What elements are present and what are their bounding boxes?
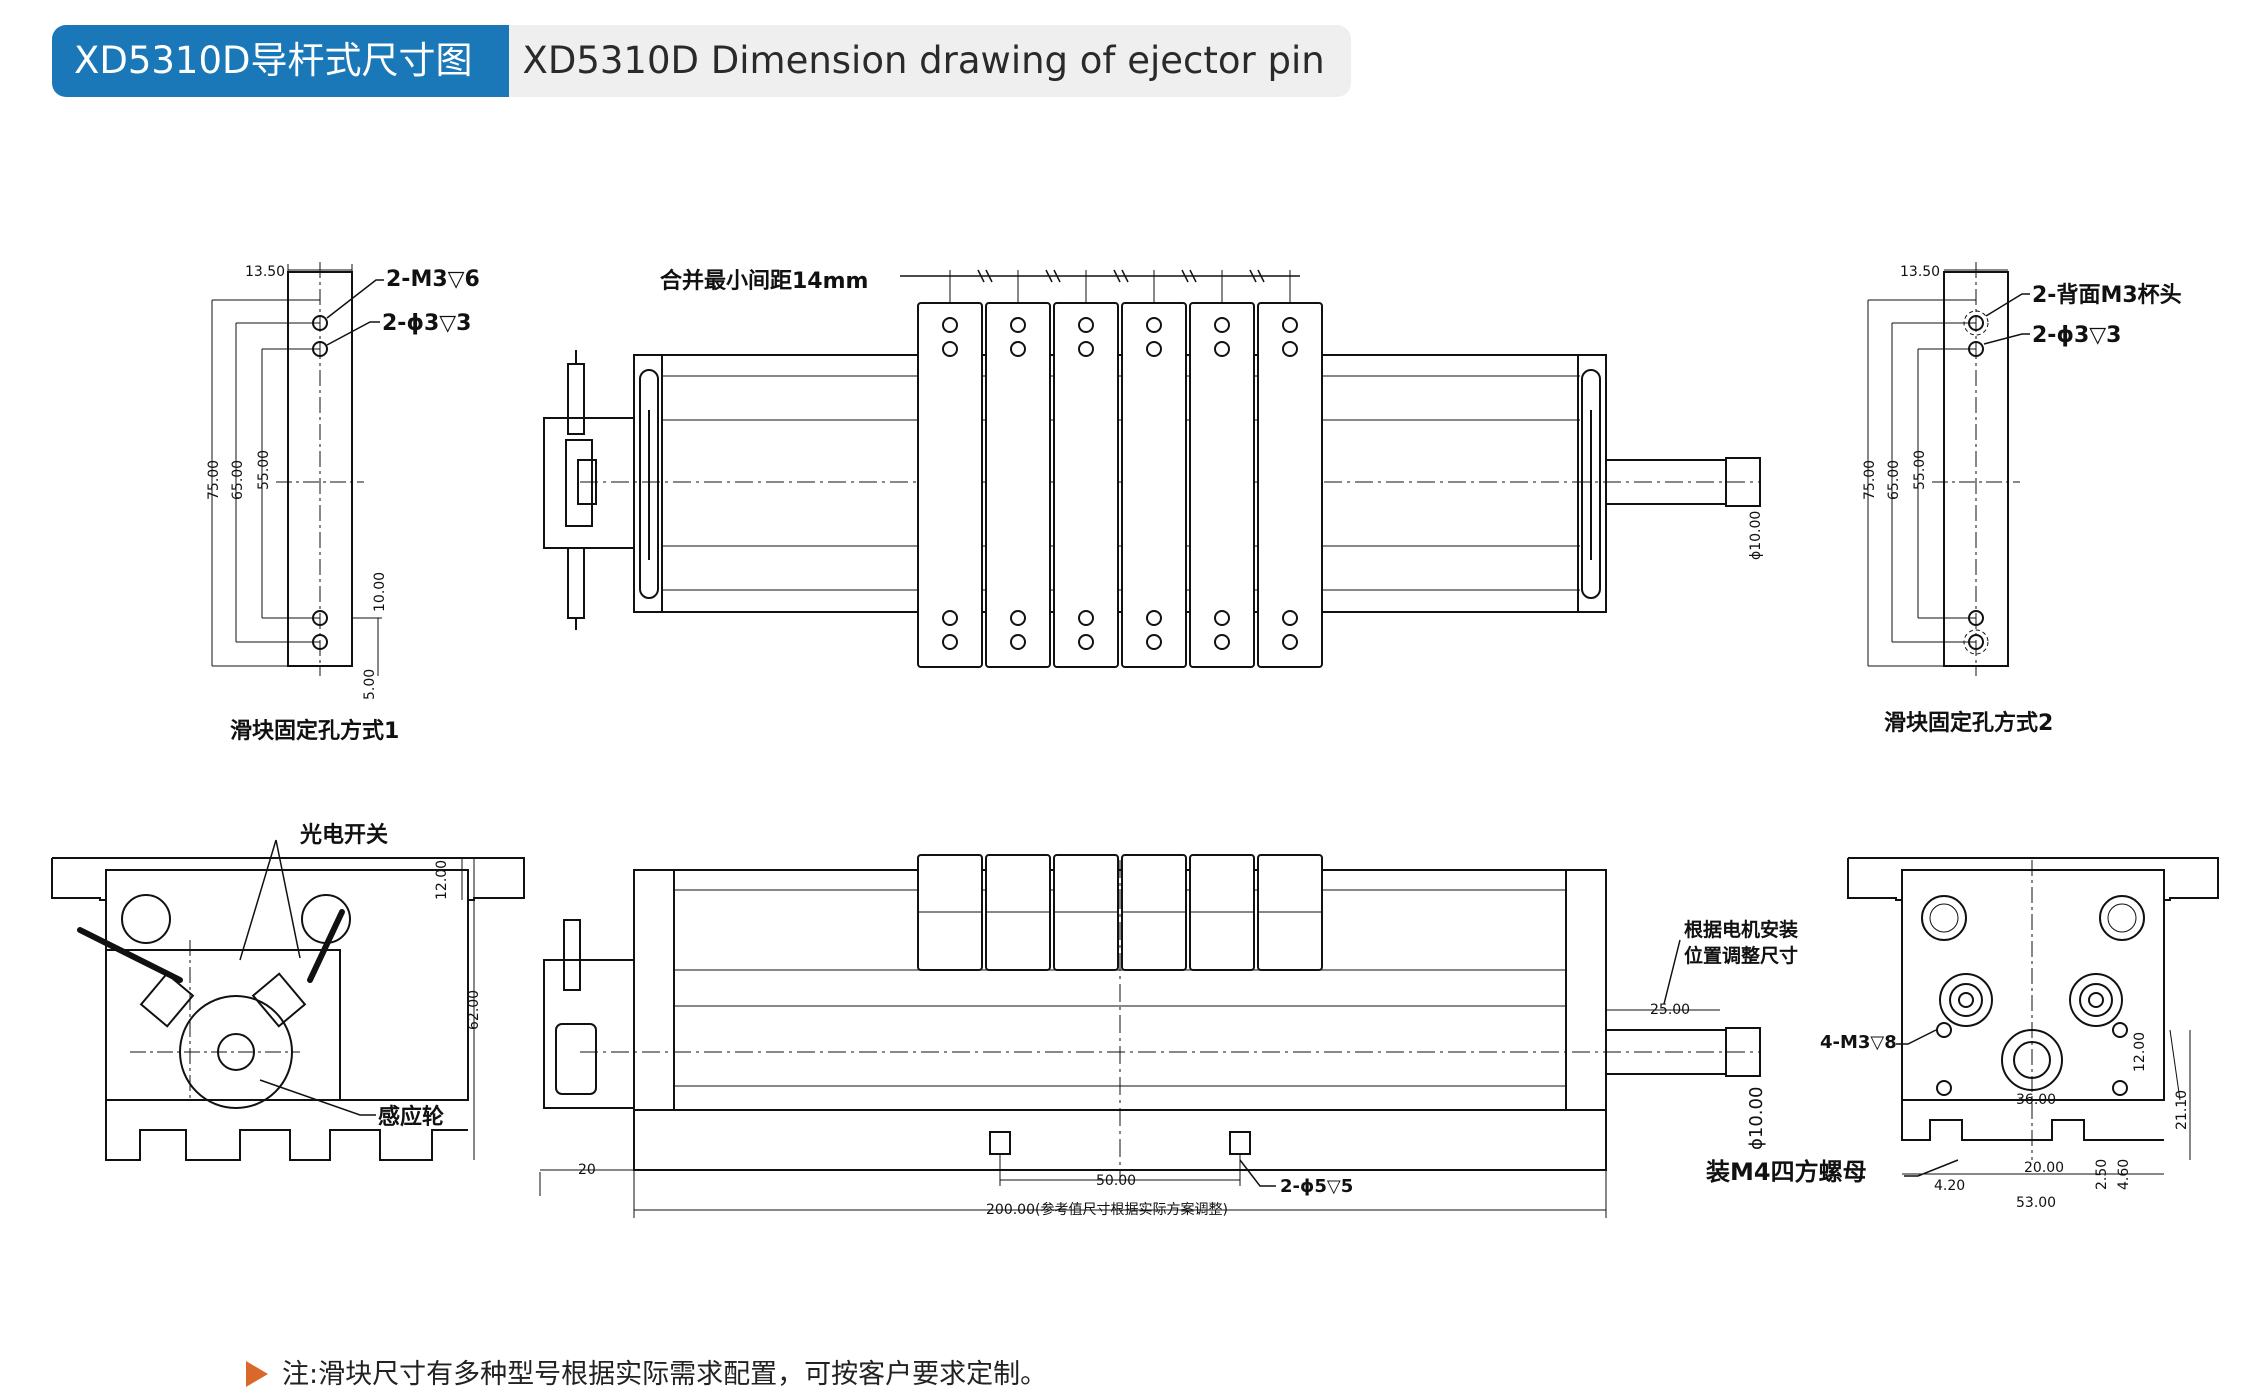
dim-4-60: 4.60 [2116, 1159, 2132, 1190]
left-top-view: 13.50 75.00 65.00 55.00 10.00 5.00 2-M3▽… [206, 262, 480, 744]
slider-hole [1146, 610, 1162, 626]
slider-hole [1146, 317, 1162, 333]
dim-25: 25.00 [1650, 1002, 1690, 1018]
title-chinese: XD5310D导杆式尺寸图 [52, 25, 509, 97]
slider-hole [1282, 317, 1298, 333]
footer-note-text: 注:滑块尺寸有多种型号根据实际需求配置，可按客户要求定制。 [282, 1359, 1048, 1390]
slider-hole [1146, 341, 1162, 357]
dim-20: 20 [578, 1162, 596, 1178]
slider-block [985, 302, 1051, 668]
sensing-wheel-label: 感应轮 [378, 1104, 444, 1130]
right-top-view: 13.50 75.00 65.00 55.00 2-背面M3杯头 2-ϕ3▽3 … [1862, 262, 2182, 736]
caption-method-2: 滑块固定孔方式2 [1884, 710, 2053, 736]
dim-20-right: 20.00 [2024, 1160, 2064, 1176]
slider-group [917, 270, 1323, 668]
dim-62: 62.00 [466, 990, 482, 1030]
shaft-dia-top: ϕ10.00 [1748, 511, 1764, 560]
dim-4-20: 4.20 [1934, 1178, 1965, 1194]
dim-50: 50.00 [1096, 1173, 1136, 1189]
slider-block [1189, 302, 1255, 668]
dim-75: 75.00 [206, 460, 222, 500]
dim-65-right: 65.00 [1886, 460, 1902, 500]
dim-12-left: 12.00 [434, 860, 450, 900]
thread-callout: 4-M3▽8 [1820, 1032, 1897, 1053]
dim-21: 21.10 [2174, 1090, 2190, 1130]
dim-36: 36.00 [2016, 1092, 2056, 1108]
slider-hole [1010, 634, 1026, 650]
rail-body [633, 354, 1607, 613]
slider-hole [1078, 341, 1094, 357]
motor-note-2: 位置调整尺寸 [1684, 944, 1798, 967]
front-view: 20 50.00 200.00(参考值尺寸根据实际方案调整) 25.00 2-ϕ… [539, 854, 1798, 1218]
slider-hole [1214, 634, 1230, 650]
shaft-dia-front: ϕ10.00 [1746, 1087, 1767, 1150]
end-view-right: 36.00 12.00 21.10 20.00 2.50 4.60 4.20 5… [1706, 857, 2219, 1211]
slider-hole [1214, 610, 1230, 626]
dim-10: 10.00 [372, 572, 388, 612]
dim-12-right: 12.00 [2132, 1032, 2148, 1072]
motor-note-1: 根据电机安装 [1684, 918, 1798, 941]
dim-55: 55.00 [256, 450, 272, 490]
triangle-arrow-icon [246, 1361, 268, 1387]
dim-53: 53.00 [2016, 1195, 2056, 1211]
square-nut-label: 装M4四方螺母 [1706, 1158, 1867, 1186]
callout-hole: 2-ϕ3▽3 [382, 311, 472, 336]
slider-block [1257, 302, 1323, 668]
slider-hole [1282, 610, 1298, 626]
dim-55-right: 55.00 [1912, 450, 1928, 490]
dim-75-right: 75.00 [1862, 460, 1878, 500]
dim-13-50: 13.50 [245, 264, 285, 280]
slider-hole [1010, 341, 1026, 357]
end-view-left: 光电开关 感应轮 12.00 62.00 [51, 823, 525, 1161]
dim-200: 200.00(参考值尺寸根据实际方案调整) [986, 1201, 1228, 1218]
title-english: XD5310D Dimension drawing of ejector pin [508, 25, 1351, 97]
slider-hole [1146, 634, 1162, 650]
hole-callout: 2-ϕ5▽5 [1280, 1176, 1353, 1197]
slider-hole [1010, 610, 1026, 626]
title-tab: XD5310D导杆式尺寸图 XD5310D Dimension drawing … [52, 25, 1351, 97]
slider-hole [1078, 610, 1094, 626]
slider-hole [1078, 317, 1094, 333]
slider-hole [1214, 341, 1230, 357]
slider-hole [1078, 634, 1094, 650]
callout-thread: 2-M3▽6 [386, 267, 480, 292]
slider-block [1053, 302, 1119, 668]
slider-hole [942, 317, 958, 333]
callout-cup-head: 2-背面M3杯头 [2032, 283, 2182, 308]
top-view: ϕ10.00 合并最小间距14mm [543, 268, 1764, 668]
dim-2-50: 2.50 [2094, 1159, 2110, 1190]
slider-block [1121, 302, 1187, 668]
min-spacing-label: 合并最小间距14mm [660, 268, 868, 294]
slider-hole [1214, 317, 1230, 333]
dim-5: 5.00 [362, 669, 378, 700]
photo-switch-label: 光电开关 [299, 823, 388, 848]
slider-hole [1010, 317, 1026, 333]
slider-hole [942, 634, 958, 650]
caption-method-1: 滑块固定孔方式1 [230, 718, 399, 744]
slider-hole [942, 610, 958, 626]
dim-13-50-right: 13.50 [1900, 264, 1940, 280]
slider-hole [1282, 341, 1298, 357]
slider-block [917, 302, 983, 668]
front-slider-group [917, 854, 1323, 971]
footer-note: 注:滑块尺寸有多种型号根据实际需求配置，可按客户要求定制。 [246, 1352, 1047, 1391]
dim-65: 65.00 [230, 460, 246, 500]
slider-hole [942, 341, 958, 357]
callout-hole-right: 2-ϕ3▽3 [2032, 323, 2122, 348]
slider-hole [1282, 634, 1298, 650]
